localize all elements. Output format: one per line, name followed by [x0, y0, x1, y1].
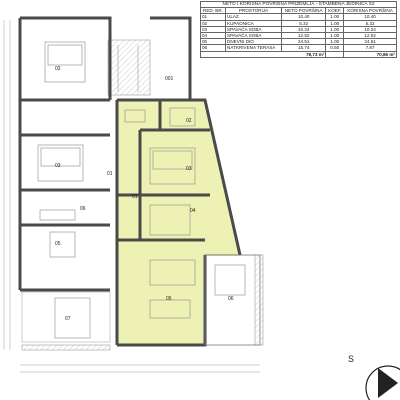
room-05-left: 05	[55, 241, 61, 247]
room-06-left: 06	[80, 206, 86, 212]
room-02-left: 02	[55, 66, 61, 72]
terrace-s2	[204, 254, 264, 346]
room-04: 04	[190, 208, 196, 214]
label-001: 001	[165, 76, 174, 82]
header-redbr: RED. BR.	[200, 7, 226, 15]
compass-letter: S	[348, 354, 354, 364]
header-koef: KOEF.	[325, 7, 345, 15]
staircase	[107, 39, 151, 96]
area-table: NETO I KORISNA POVRŠINA PRIZEMLJA - STAM…	[199, 0, 397, 58]
room-labels-s2: 01 02 03 04 05 06	[132, 118, 234, 302]
header-korisna: KORISNA POVRŠINA	[343, 7, 397, 15]
room-01: 01	[132, 194, 138, 200]
room-02: 02	[186, 118, 192, 124]
table-total-row: 78,73 m² 70,86 m²	[199, 50, 397, 58]
furniture	[37, 41, 246, 339]
room-06: 06	[228, 296, 234, 302]
room-05: 05	[166, 296, 172, 302]
room-01-left: 01	[107, 171, 113, 177]
total-neto: 78,73 m²	[199, 50, 327, 58]
walls	[18, 16, 242, 347]
compass-circle	[365, 365, 400, 400]
room-03-left: 03	[55, 163, 61, 169]
dimension-lines	[3, 20, 260, 373]
room-03: 03	[186, 166, 192, 172]
terrace-left	[21, 291, 111, 351]
room-07-left: 07	[65, 316, 71, 322]
compass-arrow-icon	[378, 368, 398, 398]
unit-s2-highlight	[116, 99, 241, 346]
table-caption: NETO I KORISNA POVRŠINA PRIZEMLJA - STAM…	[200, 0, 397, 9]
total-korisna: 70,86 m²	[343, 50, 397, 58]
compass: S	[348, 354, 400, 400]
header-neto: NETO POVRŠINA	[280, 7, 327, 15]
room-labels-other: 02 03 05 01 06 07 001	[55, 66, 174, 322]
